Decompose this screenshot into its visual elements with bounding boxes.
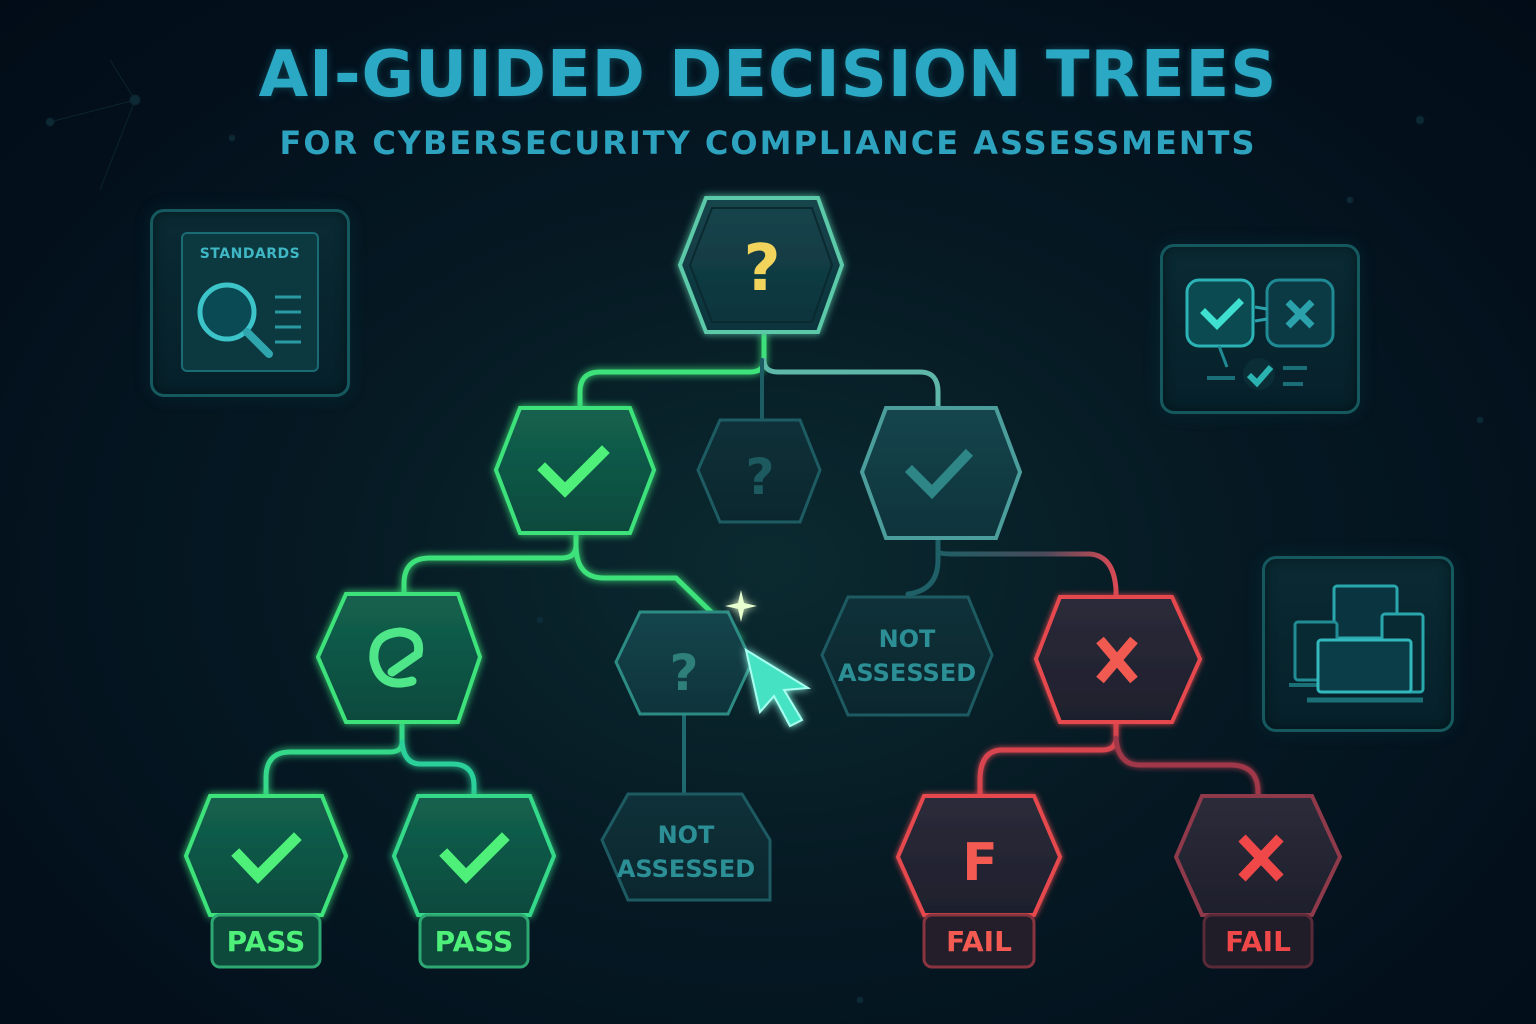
connectors-root bbox=[577, 332, 941, 420]
root-question-node[interactable]: ? bbox=[677, 196, 845, 334]
background-network bbox=[45, 59, 1484, 1004]
level2-not-assessed-label: NOT ASSESSED bbox=[837, 625, 977, 687]
leaf-fail-2[interactable] bbox=[1173, 794, 1343, 969]
check-icon bbox=[537, 445, 610, 498]
fail-badge-1: FAIL bbox=[946, 925, 1012, 958]
page-subtitle: FOR CYBERSECURITY COMPLIANCE ASSESSMENTS bbox=[279, 124, 1257, 162]
cross-icon bbox=[1096, 636, 1138, 684]
leaf-fail-1[interactable]: F bbox=[895, 794, 1063, 969]
check-icon bbox=[904, 448, 974, 500]
level1-neutral-check-node[interactable] bbox=[859, 406, 1023, 540]
standards-document: STANDARDS bbox=[181, 232, 319, 372]
standards-panel: STANDARDS bbox=[150, 209, 350, 397]
leaf-not-assessed[interactable] bbox=[600, 792, 772, 902]
magnifier-icon bbox=[197, 282, 301, 358]
comparison-panel bbox=[1160, 244, 1360, 414]
leaf-pass-2[interactable] bbox=[391, 794, 557, 969]
leaf-pass-1[interactable] bbox=[183, 794, 349, 969]
pass-badge-2: PASS bbox=[434, 925, 514, 958]
check-vs-cross-icon bbox=[1185, 278, 1335, 390]
standards-label: STANDARDS bbox=[199, 246, 301, 262]
multiple-devices-icon bbox=[1289, 584, 1425, 703]
pass-badge-1: PASS bbox=[226, 925, 306, 958]
letter-f-icon: F bbox=[962, 833, 998, 893]
check-icon bbox=[231, 832, 302, 884]
level1-inactive-question-node[interactable]: ? bbox=[696, 418, 822, 524]
question-icon: ? bbox=[669, 644, 698, 702]
question-icon: ? bbox=[745, 448, 774, 506]
level2-not-assessed-node[interactable] bbox=[820, 595, 994, 717]
check-icon bbox=[439, 832, 510, 884]
connectors-fail-branch bbox=[977, 719, 1261, 801]
page-title: AI-GUIDED DECISION TREES bbox=[258, 38, 1278, 112]
connectors-e-branch bbox=[263, 722, 477, 799]
level2-fail-node[interactable] bbox=[1033, 595, 1203, 724]
level1-pass-node[interactable] bbox=[493, 406, 657, 535]
cursor-pointer-icon bbox=[744, 647, 812, 728]
leaf-not-assessed-label: NOT ASSESSED bbox=[616, 821, 756, 883]
fail-badge-2: FAIL bbox=[1225, 925, 1291, 958]
level2-pending-question-node[interactable]: ? bbox=[614, 610, 754, 716]
cross-icon bbox=[1238, 834, 1284, 882]
connectors-pass-branch bbox=[401, 532, 743, 643]
connectors-neutral-branch bbox=[905, 537, 1119, 599]
question-icon: ? bbox=[743, 232, 780, 306]
sparkle-icon bbox=[725, 590, 757, 622]
e-check-icon bbox=[369, 627, 424, 688]
devices-panel bbox=[1262, 556, 1454, 732]
level2-e-node[interactable] bbox=[315, 592, 483, 724]
